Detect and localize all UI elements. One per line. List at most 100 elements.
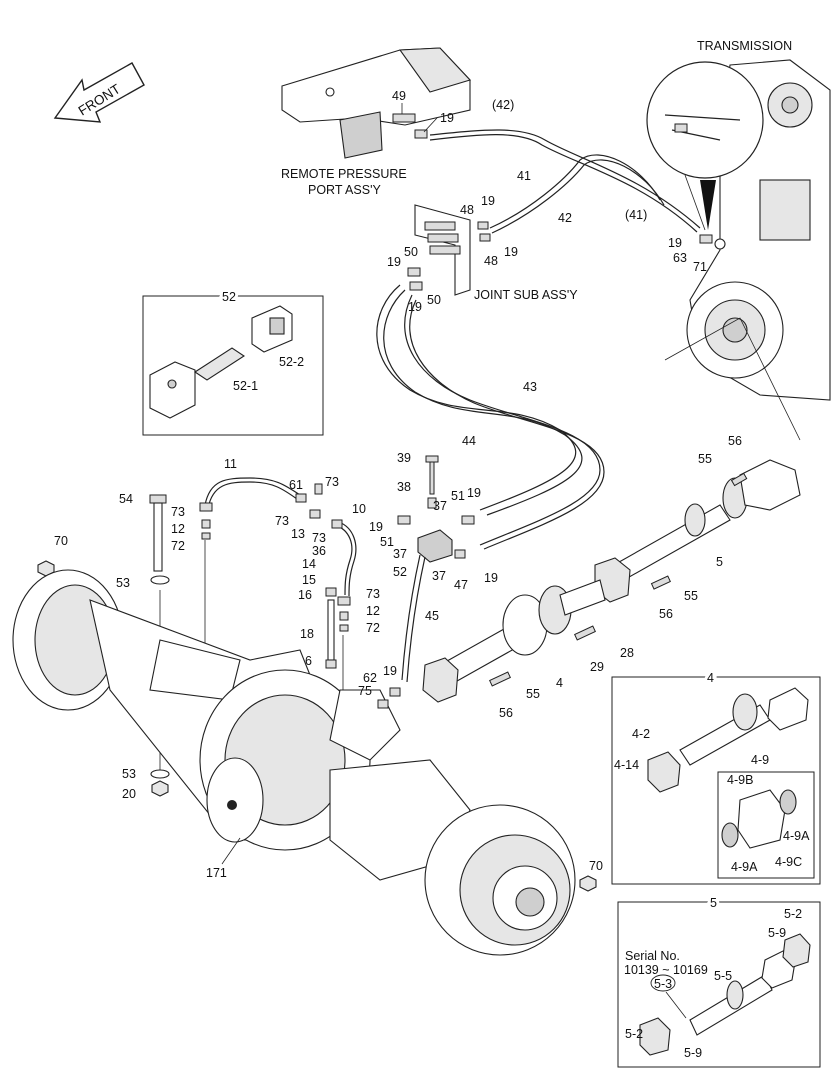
callout-53b: 53 — [122, 767, 136, 781]
callout-70b: 70 — [589, 859, 603, 873]
callout-42-paren: (42) — [492, 98, 514, 112]
box5-label-5-2-top: 5-2 — [784, 907, 802, 921]
box5-serial-2: 10139 ~ 10169 — [624, 963, 708, 977]
callout-47: 47 — [454, 578, 468, 592]
arrow-left-icon — [53, 62, 145, 123]
box4-label-4-14: 4-14 — [614, 758, 639, 772]
detail-box-4-inner — [717, 771, 815, 879]
box5-label-5-9-bottom: 5-9 — [684, 1046, 702, 1060]
box5-title: 5 — [710, 896, 717, 910]
callout-42: 42 — [558, 211, 572, 225]
box4-label-4-9: 4-9 — [751, 753, 769, 767]
callout-73e: 73 — [366, 587, 380, 601]
box5-label-5-3: 5-3 — [654, 977, 672, 991]
transmission-title: TRANSMISSION — [697, 39, 792, 53]
callout-19b: 19 — [668, 236, 682, 250]
callout-28: 28 — [620, 646, 634, 660]
callout-12a: 12 — [171, 522, 185, 536]
callout-43: 43 — [523, 380, 537, 394]
callout-61: 61 — [289, 478, 303, 492]
callout-5: 5 — [716, 555, 723, 569]
callout-56c: 56 — [499, 706, 513, 720]
callout-53a: 53 — [116, 576, 130, 590]
callout-19i: 19 — [484, 571, 498, 585]
callout-55c: 55 — [526, 687, 540, 701]
transmission-detail-circle — [646, 61, 764, 179]
box52-label-1: 52-1 — [233, 379, 258, 393]
shaft-4-detail — [647, 687, 809, 849]
callout-72a: 72 — [171, 539, 185, 553]
callout-73b: 73 — [171, 505, 185, 519]
callout-45: 45 — [425, 609, 439, 623]
box4-title: 4 — [707, 671, 714, 685]
remote-pressure-title-1: REMOTE PRESSURE — [281, 167, 407, 181]
callout-63: 63 — [673, 251, 687, 265]
propeller-shaft-4 — [422, 579, 606, 703]
joint-sub-assembly — [407, 204, 491, 296]
callout-29: 29 — [590, 660, 604, 674]
callout-36: 36 — [312, 544, 326, 558]
callout-56a: 56 — [728, 434, 742, 448]
shaft-5-detail — [639, 933, 811, 1056]
callout-56b: 56 — [659, 607, 673, 621]
callout-70a: 70 — [54, 534, 68, 548]
callout-19c: 19 — [481, 194, 495, 208]
callout-37b: 37 — [393, 547, 407, 561]
callout-75: 75 — [358, 684, 372, 698]
box5-label-5-5: 5-5 — [714, 969, 732, 983]
front-arrow: FRONT — [53, 62, 145, 123]
callout-12b: 12 — [366, 604, 380, 618]
callout-37a: 37 — [433, 499, 447, 513]
box4-label-4-9A-right: 4-9A — [783, 829, 810, 843]
callout-38: 38 — [397, 480, 411, 494]
callout-41: 41 — [517, 169, 531, 183]
box5-label-5-2-bottom: 5-2 — [625, 1027, 643, 1041]
callout-73c: 73 — [275, 514, 289, 528]
callout-37c: 37 — [432, 569, 446, 583]
callout-44: 44 — [462, 434, 476, 448]
callout-18: 18 — [300, 627, 314, 641]
callout-19d: 19 — [504, 245, 518, 259]
box4-label-4-9C: 4-9C — [775, 855, 802, 869]
detail-box-52 — [142, 295, 324, 436]
box5-serial-1: Serial No. — [625, 949, 680, 963]
callout-19h: 19 — [369, 520, 383, 534]
callout-20: 20 — [122, 787, 136, 801]
callout-73d: 73 — [312, 531, 326, 545]
valve-block — [397, 455, 475, 563]
callout-62: 62 — [363, 671, 377, 685]
callout-16a: 16 — [298, 588, 312, 602]
propeller-shaft-5 — [594, 459, 801, 603]
box5-label-5-9-top: 5-9 — [768, 926, 786, 940]
callout-54: 54 — [119, 492, 133, 506]
callout-48a: 48 — [460, 203, 474, 217]
callout-14: 14 — [302, 557, 316, 571]
callout-39: 39 — [397, 451, 411, 465]
callout-171: 171 — [206, 866, 227, 880]
callout-19a: 19 — [440, 111, 454, 125]
callout-15: 15 — [302, 573, 316, 587]
callout-55b: 55 — [684, 589, 698, 603]
callout-13: 13 — [291, 527, 305, 541]
callout-71: 71 — [693, 260, 707, 274]
callout-50a: 50 — [404, 245, 418, 259]
callout-4: 4 — [556, 676, 563, 690]
remote-pressure-title-2: PORT ASS'Y — [308, 183, 381, 197]
callout-49: 49 — [392, 89, 406, 103]
callout-19j: 19 — [383, 664, 397, 678]
callout-11: 11 — [224, 457, 237, 471]
box4-label-4-9A-left: 4-9A — [731, 860, 758, 874]
callout-10: 10 — [352, 502, 366, 516]
axle-housing — [12, 569, 576, 956]
callout-41-paren: (41) — [625, 208, 647, 222]
callout-51b: 51 — [380, 535, 394, 549]
callout-73a: 73 — [325, 475, 339, 489]
callout-50b: 50 — [427, 293, 441, 307]
detail-box-5 — [617, 901, 821, 1068]
box52-title: 52 — [222, 290, 236, 304]
box4-label-4-9B: 4-9B — [727, 773, 753, 787]
callout-51a: 51 — [451, 489, 465, 503]
remote-pressure-bracket — [281, 47, 472, 159]
joint-sub-title: JOINT SUB ASS'Y — [474, 288, 578, 302]
box4-label-4-2: 4-2 — [632, 727, 650, 741]
